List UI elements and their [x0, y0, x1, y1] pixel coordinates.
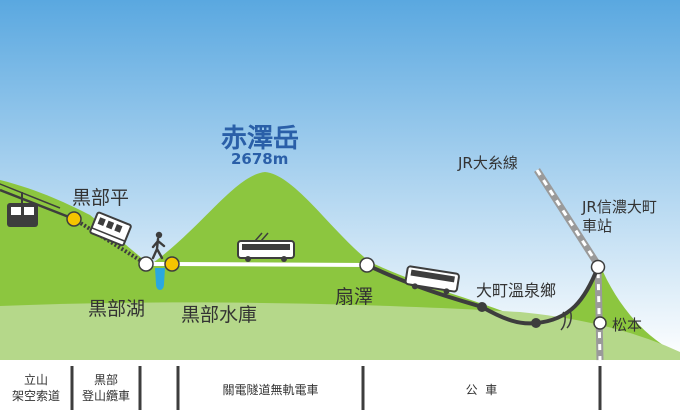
bus-route: [366, 263, 600, 326]
waterfall-icon: [155, 268, 165, 290]
label-shinano-omachi: JR信濃大町 車站: [582, 198, 657, 236]
label-kurobedaira: 黒部平: [72, 187, 130, 209]
label-matsumoto: 松本: [612, 316, 643, 334]
label-shinano-omachi-line1: JR信濃大町: [582, 198, 657, 216]
label-jr-oito-line: JR大糸線: [458, 154, 518, 172]
route-break-mark: [560, 309, 572, 331]
peak-elevation: 2678m: [231, 150, 289, 168]
station-marker-kurobedaira: [66, 211, 82, 227]
segment-ropeway-line1: 立山: [23, 373, 48, 387]
foreground-plain: [0, 302, 680, 360]
segment-ropeway: 立山 架空索道: [0, 372, 72, 404]
stop-marker-bus: [531, 318, 541, 328]
label-kurobeko: 黒部湖: [88, 298, 146, 320]
cable-car-icon: [0, 183, 61, 227]
segment-funicular: 黒部 登山纜車: [72, 372, 140, 404]
label-kurobe-dam: 黒部水庫: [181, 304, 258, 326]
segment-trolleybus-line1: 關電隧道無軌電車: [222, 383, 319, 397]
segment-dividers: [70, 366, 602, 410]
label-ogisawa: 扇澤: [335, 286, 374, 308]
segment-bus-line1: 公 車: [465, 383, 498, 397]
segment-ropeway-line2: 架空索道: [11, 389, 60, 403]
trolleybus-route: [171, 262, 368, 267]
ground-band: [0, 360, 680, 374]
station-marker-shinano-omachi: [590, 259, 606, 275]
segment-funicular-line2: 登山纜車: [81, 389, 130, 403]
station-marker-kurobeko: [138, 256, 154, 272]
stop-marker-omachi-onsen: [477, 302, 487, 312]
bus-icon: [404, 265, 460, 295]
trolleybus-icon: [237, 232, 295, 262]
segment-trolleybus: 關電隧道無軌電車: [178, 382, 363, 398]
label-shinano-omachi-line2: 車站: [582, 217, 613, 235]
segment-bus: 公 車: [363, 382, 600, 398]
segment-funicular-line1: 黒部: [93, 373, 118, 387]
station-marker-ogisawa: [359, 257, 375, 273]
station-marker-kurobe-dam: [164, 256, 180, 272]
hiker-icon: [151, 231, 166, 260]
funicular-icon: [89, 211, 132, 247]
station-marker-matsumoto: [593, 316, 607, 330]
peak-name: 赤澤岳: [221, 124, 300, 154]
label-omachi-onsen: 大町溫泉鄉: [476, 281, 557, 300]
